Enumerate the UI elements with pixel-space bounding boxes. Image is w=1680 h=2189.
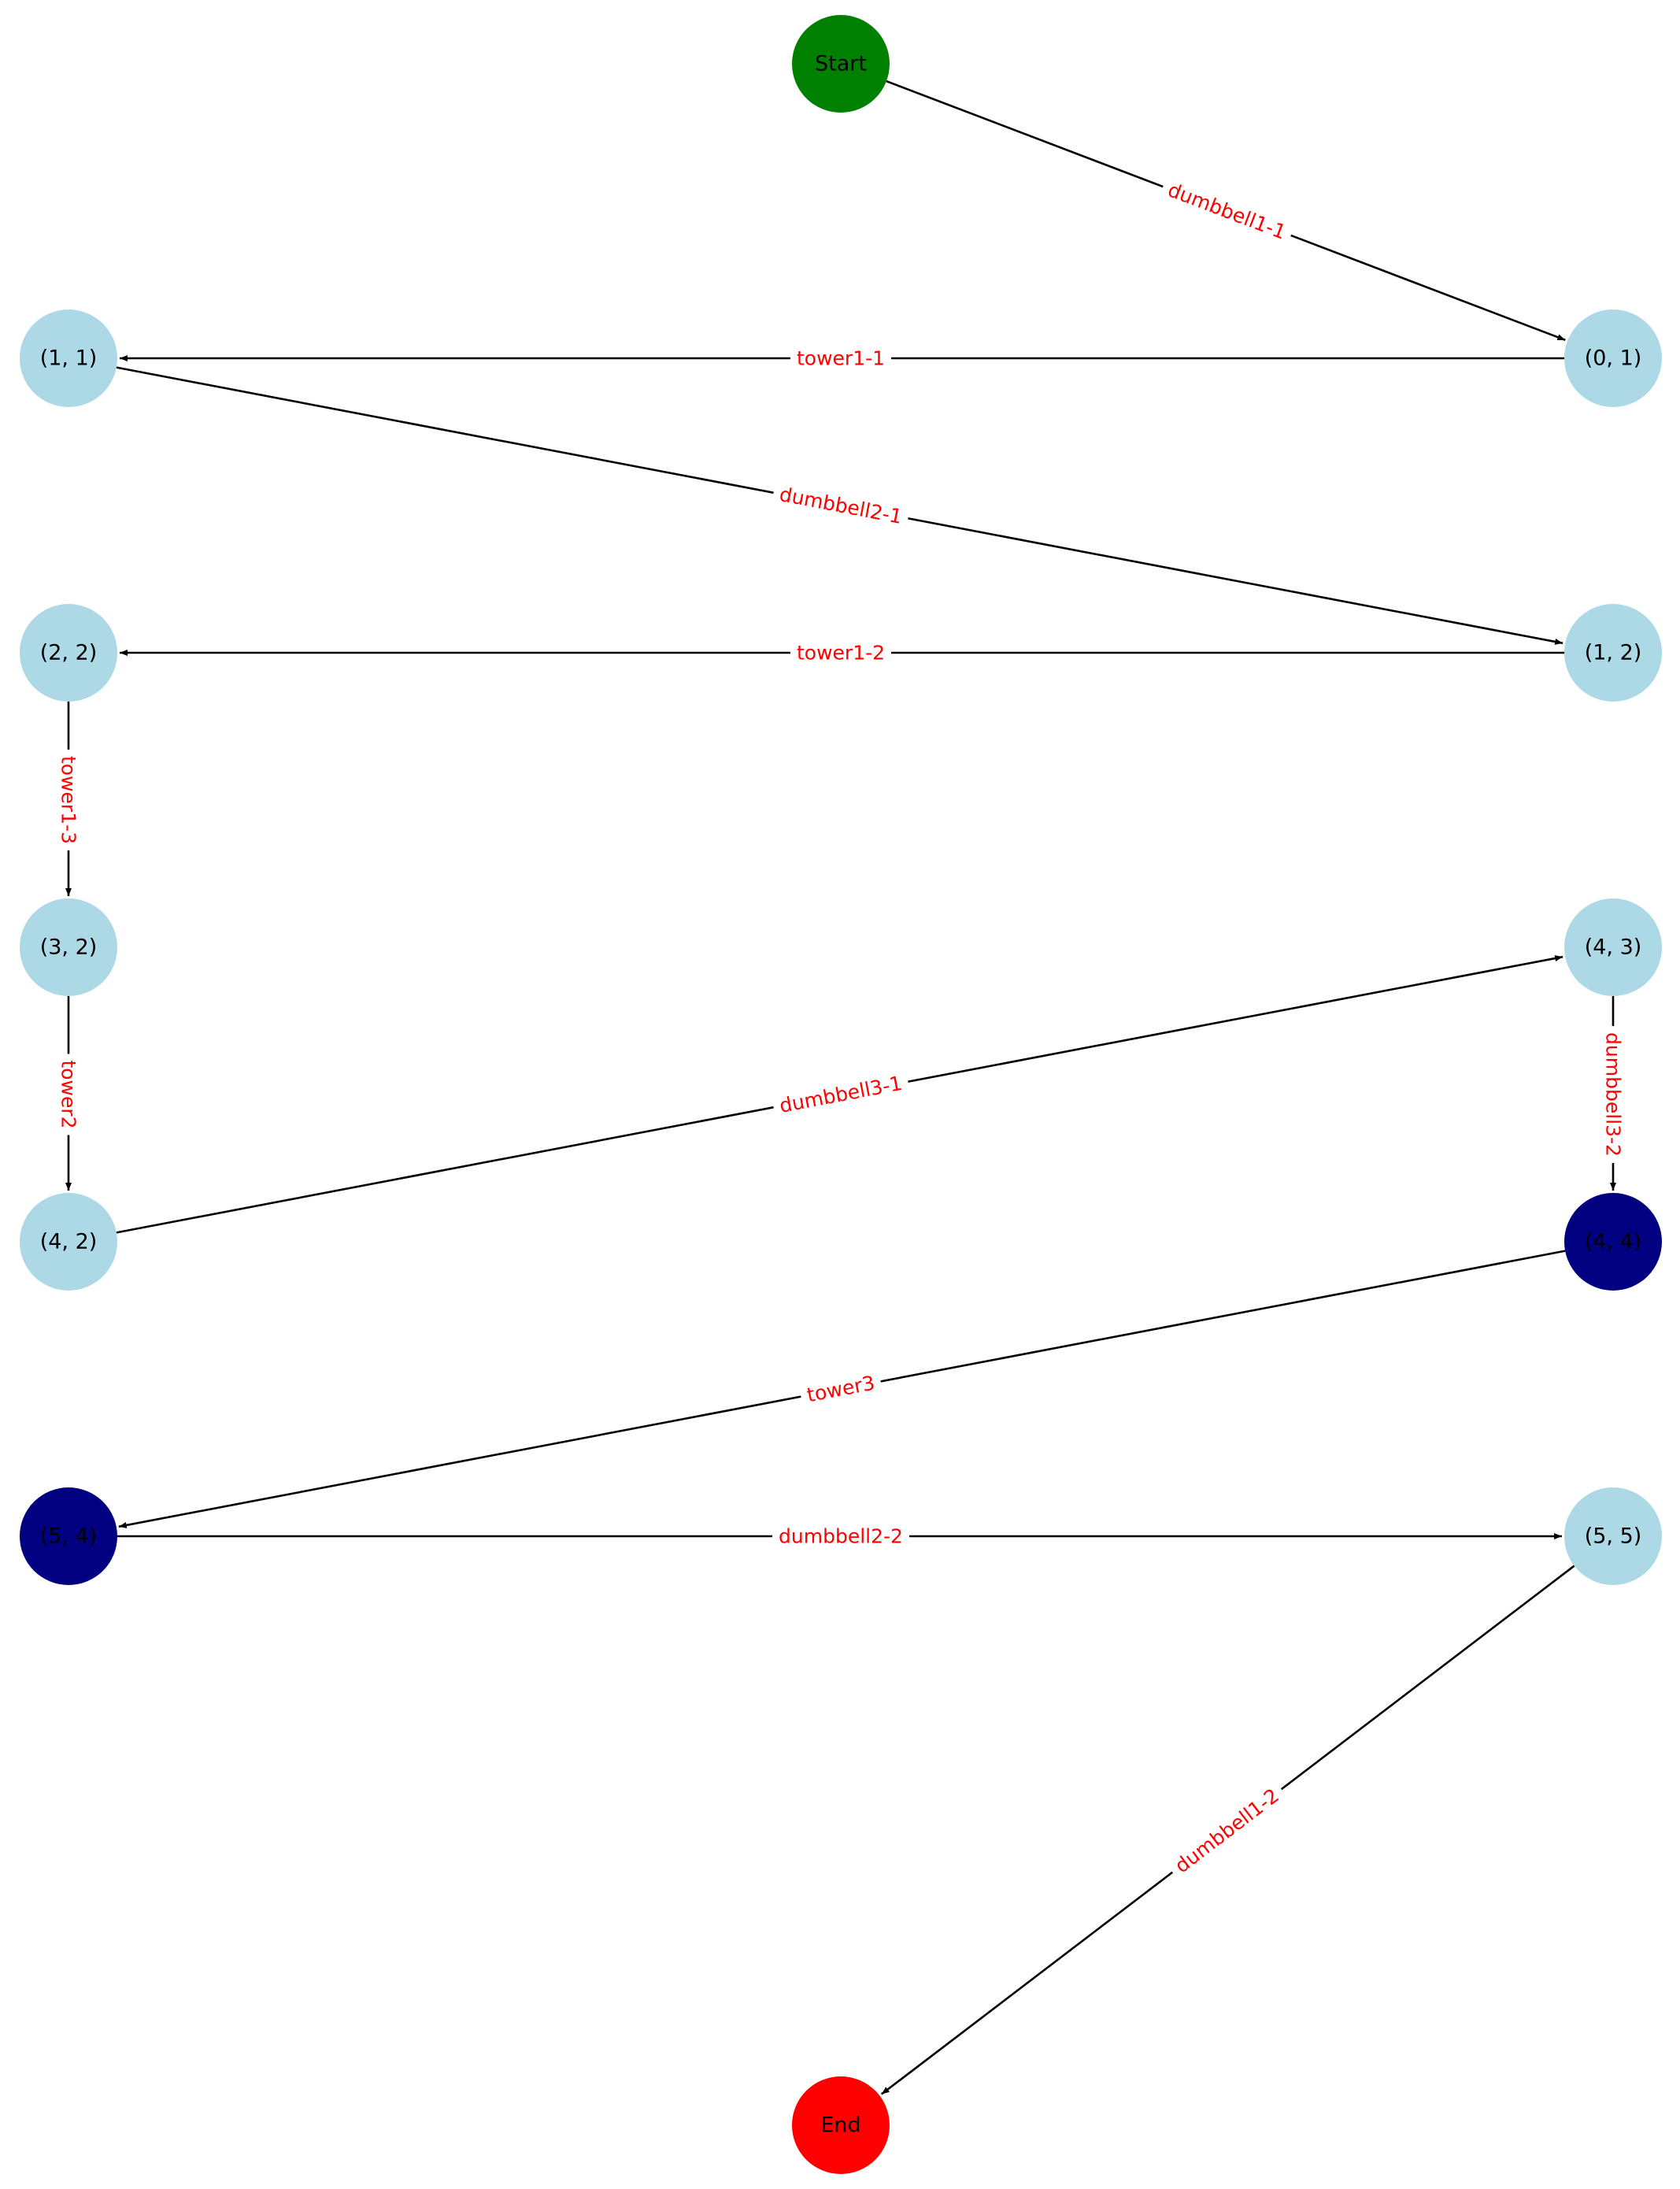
nodes-layer: Start (0, 1) (1, 1) (1, 2) (2, 2) (3, 2) (4, 3…: [20, 15, 1662, 2174]
edge-label-background: [1164, 1779, 1290, 1883]
node-label: End: [820, 2113, 860, 2138]
node-circle: [792, 2076, 890, 2174]
node-label: (4, 4): [1585, 1230, 1642, 1254]
node-circle: [1564, 1193, 1662, 1291]
edge-label-group: tower1-1: [790, 345, 892, 372]
edge-label: dumbbell3-2: [1602, 1032, 1625, 1157]
node-circle: [20, 898, 117, 996]
node-label: (1, 1): [40, 346, 98, 371]
node-label: (4, 2): [40, 1230, 98, 1254]
edge-label-group: tower3: [798, 1369, 883, 1409]
edge-label: tower1-1: [797, 347, 885, 370]
node-n22: (2, 2): [20, 604, 117, 702]
edge-label-group: dumbbell1-2: [1164, 1779, 1290, 1883]
node-circle: [1564, 309, 1662, 407]
edge-label-background: [798, 1369, 883, 1409]
node-label: (0, 1): [1585, 346, 1642, 371]
node-n32: (3, 2): [20, 898, 117, 996]
edge-label: dumbbell1-1: [1165, 178, 1290, 243]
node-circle: [20, 309, 117, 407]
node-label: (5, 4): [40, 1524, 98, 1549]
edge-label-background: [55, 749, 82, 851]
node-label: (3, 2): [40, 935, 98, 960]
edge-label-group: dumbbell1-1: [1158, 174, 1296, 248]
edge-label: tower2: [57, 1060, 80, 1128]
edge-label-group: dumbbell3-1: [771, 1069, 911, 1120]
edge-label-background: [771, 1069, 911, 1120]
node-n12: (1, 2): [1564, 604, 1662, 702]
edge-label-background: [1158, 174, 1296, 248]
node-circle: [20, 1193, 117, 1291]
edge-label-group: tower2: [55, 1054, 82, 1135]
edge-label-background: [772, 1523, 909, 1550]
edge-label-background: [55, 1054, 82, 1135]
edge-label-group: tower1-2: [790, 639, 892, 666]
node-label: (4, 3): [1585, 935, 1642, 960]
node-circle: [1564, 1487, 1662, 1585]
edge-label: dumbbell3-1: [778, 1072, 905, 1117]
node-end: End: [792, 2076, 890, 2174]
node-n55: (5, 5): [1564, 1487, 1662, 1585]
node-n44: (4, 4): [1564, 1193, 1662, 1291]
edge-label: dumbbell2-2: [779, 1525, 903, 1548]
node-n01: (0, 1): [1564, 309, 1662, 407]
edge-label-group: dumbbell2-2: [772, 1523, 909, 1550]
node-circle: [792, 15, 890, 113]
node-label: Start: [815, 52, 867, 76]
edge-label: dumbbell1-2: [1171, 1784, 1283, 1878]
node-label: (5, 5): [1585, 1524, 1642, 1549]
node-n54: (5, 4): [20, 1487, 117, 1585]
edge-label-background: [790, 639, 892, 666]
node-circle: [1564, 604, 1662, 702]
edge-label-background: [790, 345, 892, 372]
node-circle: [20, 1487, 117, 1585]
edge-label: tower1-2: [797, 642, 885, 665]
node-label: (1, 2): [1585, 641, 1642, 665]
edge-label-background: [1600, 1026, 1626, 1163]
node-n11: (1, 1): [20, 309, 117, 407]
node-label: (2, 2): [40, 641, 98, 665]
node-start: Start: [792, 15, 890, 113]
edge-label-group: dumbbell3-2: [1600, 1026, 1626, 1163]
edge-label-background: [771, 480, 911, 532]
node-circle: [20, 604, 117, 702]
edge-label-group: tower1-3: [55, 749, 82, 851]
edge-label: tower1-3: [57, 756, 80, 844]
edge-label: dumbbell2-1: [778, 483, 905, 528]
node-n43: (4, 3): [1564, 898, 1662, 996]
edge-labels-layer: dumbbell1-1 tower1-1 dumbbell2-1 tower1-2 to…: [55, 174, 1626, 1883]
node-n42: (4, 2): [20, 1193, 117, 1291]
edge-label-group: dumbbell2-1: [771, 480, 911, 532]
node-circle: [1564, 898, 1662, 996]
